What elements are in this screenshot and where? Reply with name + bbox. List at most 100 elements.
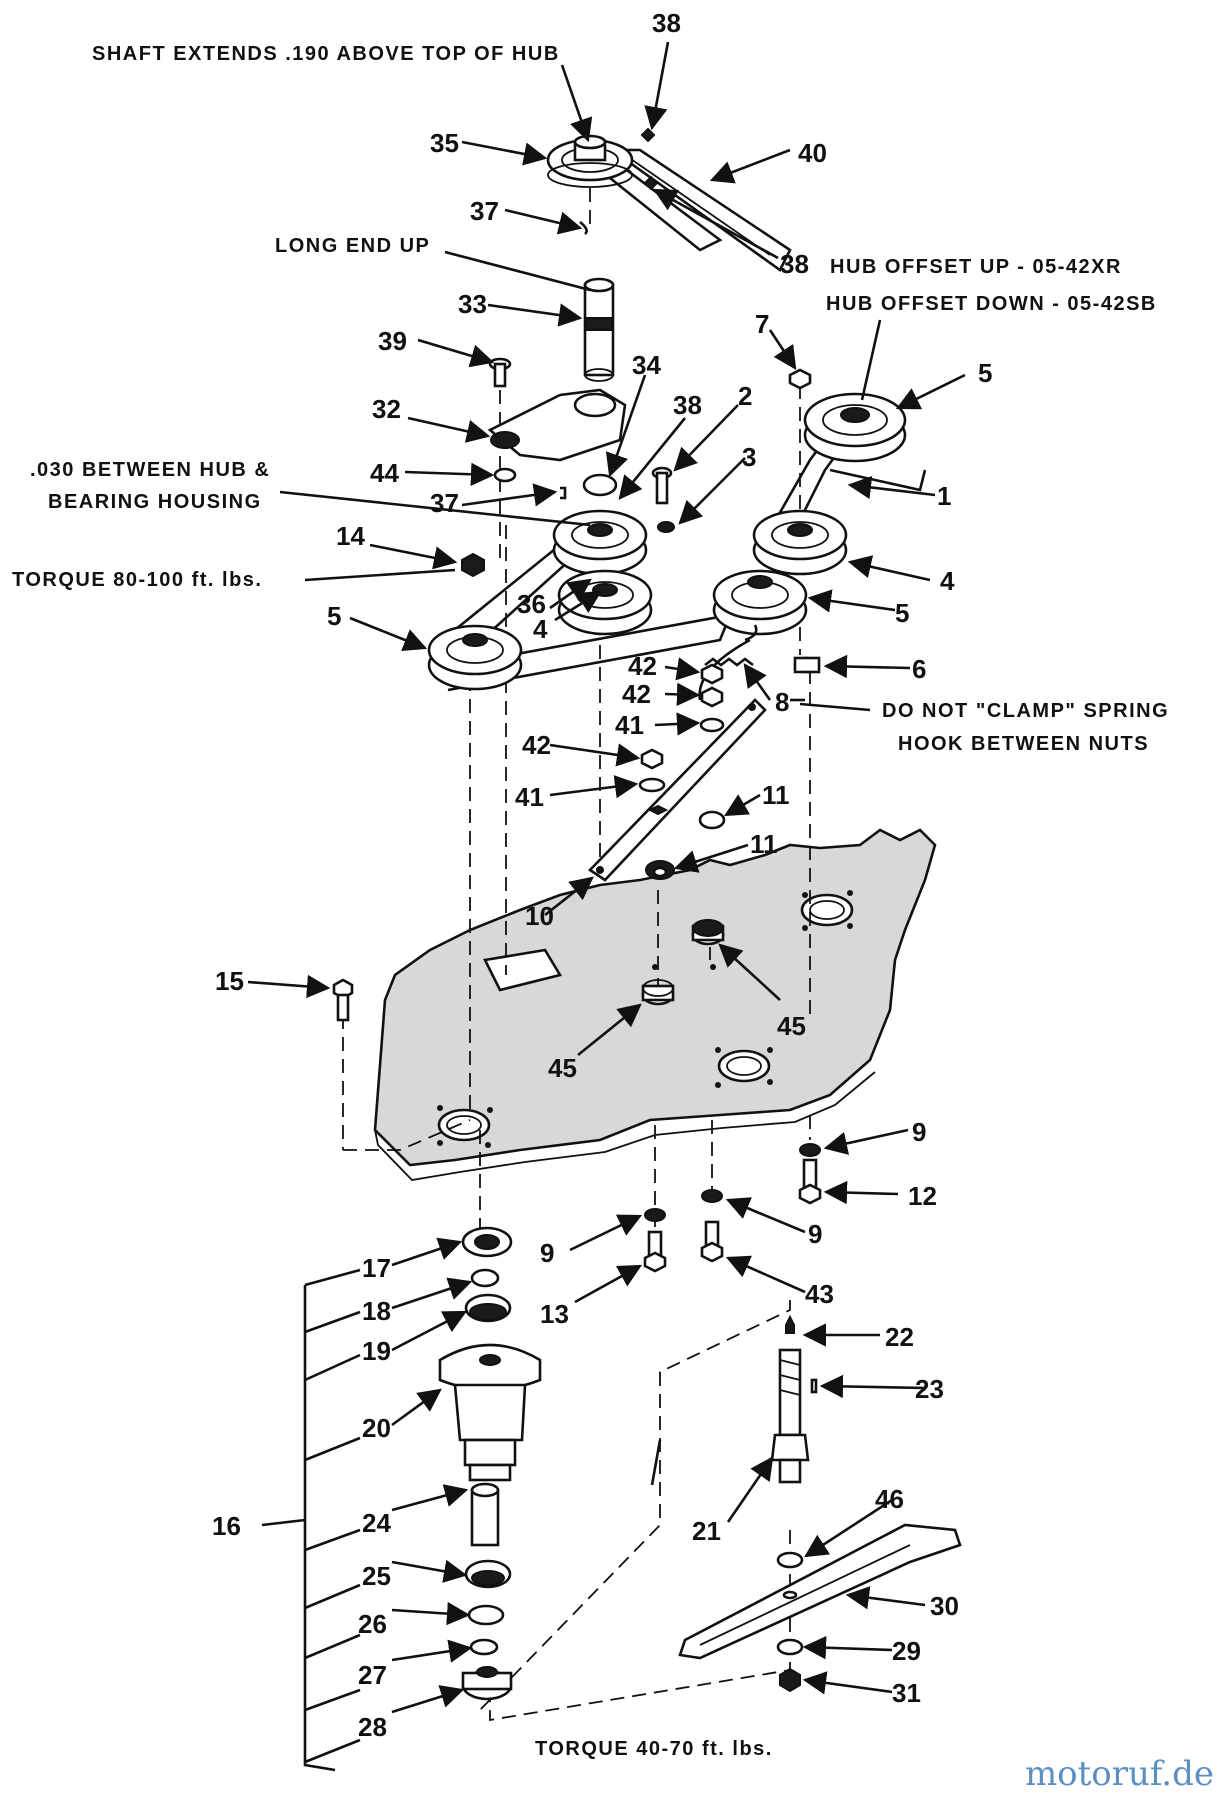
bracket-32 [487, 388, 627, 462]
callout-45: 45 [777, 1011, 806, 1041]
callout-39: 39 [378, 326, 407, 356]
callout-9: 9 [912, 1117, 926, 1147]
callout-arrows [247, 41, 966, 1714]
pulley-4-right [752, 509, 848, 576]
callout-15: 15 [215, 966, 244, 996]
callout-numbers: 38 35 40 37 38 33 39 34 38 2 7 5 32 44 3… [212, 8, 992, 1742]
spacers-45 [641, 919, 725, 1006]
callout-41: 41 [615, 710, 644, 740]
spacer-6 [793, 656, 821, 674]
idler-bracket-10 [587, 698, 767, 882]
callout-32: 32 [372, 394, 401, 424]
nut-7 [788, 368, 812, 390]
note-leaders [279, 64, 882, 712]
pulley-5-center [712, 569, 808, 636]
spindle-shaft [583, 277, 615, 382]
callout-4: 4 [533, 614, 548, 644]
callout-12: 12 [908, 1181, 937, 1211]
key-37 [560, 486, 567, 500]
callout-29: 29 [892, 1636, 921, 1666]
hardware-lower [643, 1143, 822, 1273]
pulley-5-left [427, 624, 523, 691]
spindle-housing-stack [438, 1226, 542, 1701]
callout-28: 28 [358, 1712, 387, 1742]
callout-13: 13 [540, 1299, 569, 1329]
bolt-39 [488, 357, 512, 388]
callout-11: 11 [750, 829, 778, 859]
callout-7: 7 [755, 309, 769, 339]
callout-5: 5 [895, 598, 909, 628]
note-long-end-up: LONG END UP [275, 235, 430, 257]
callout-26: 26 [358, 1609, 387, 1639]
callout-30: 30 [930, 1591, 959, 1621]
pulley-4-center [557, 569, 653, 636]
callout-38: 38 [652, 8, 681, 38]
callout-36: 36 [517, 589, 546, 619]
callout-1: 1 [937, 481, 951, 511]
callout-4: 4 [940, 566, 955, 596]
note-clamp-2: HOOK BETWEEN NUTS [898, 733, 1149, 755]
note-hub-offset-up: HUB OFFSET UP - 05-42XR [830, 256, 1122, 278]
callout-14: 14 [336, 521, 365, 551]
bolt-2 [651, 466, 673, 505]
notes: SHAFT EXTENDS .190 ABOVE TOP OF HUB LONG… [12, 43, 1169, 1760]
snap-ring-34 [582, 473, 618, 497]
washer-44 [493, 467, 517, 483]
note-between-hub-2: BEARING HOUSING [48, 491, 262, 513]
callout-46: 46 [875, 1484, 904, 1514]
callout-42: 42 [522, 730, 551, 760]
note-between-hub-1: .030 BETWEEN HUB & [30, 459, 270, 481]
callout-16: 16 [212, 1511, 241, 1541]
blade-30 [678, 1523, 962, 1660]
bolt-15 [332, 978, 354, 1022]
callout-24: 24 [362, 1508, 391, 1538]
note-torque-lower: TORQUE 40-70 ft. lbs. [535, 1738, 773, 1760]
washer-29 [776, 1638, 804, 1656]
note-shaft-extends: SHAFT EXTENDS .190 ABOVE TOP OF HUB [92, 43, 560, 65]
callout-42: 42 [622, 679, 651, 709]
callout-20: 20 [362, 1413, 391, 1443]
note-torque-upper: TORQUE 80-100 ft. lbs. [12, 569, 262, 591]
callout-3: 3 [742, 442, 756, 472]
callout-42: 42 [628, 651, 657, 681]
callout-9: 9 [540, 1238, 554, 1268]
callout-25: 25 [362, 1561, 391, 1591]
callout-41: 41 [515, 782, 544, 812]
callout-19: 19 [362, 1336, 391, 1366]
spacers-11 [645, 810, 726, 880]
callout-11: 11 [762, 780, 790, 810]
callout-23: 23 [915, 1374, 944, 1404]
callout-8: 8 [775, 687, 789, 717]
callout-27: 27 [358, 1660, 387, 1690]
callout-38: 38 [780, 249, 809, 279]
note-clamp-1: DO NOT "CLAMP" SPRING [882, 700, 1169, 722]
callout-6: 6 [912, 654, 926, 684]
callout-22: 22 [885, 1322, 914, 1352]
pulley-5-right [803, 392, 907, 463]
callout-38: 38 [673, 390, 702, 420]
callout-5: 5 [327, 601, 341, 631]
callout-37: 37 [430, 488, 459, 518]
callout-45: 45 [548, 1053, 577, 1083]
watermark-text: motoruf.de [1024, 1754, 1214, 1794]
callout-17: 17 [362, 1253, 391, 1283]
callout-43: 43 [805, 1279, 834, 1309]
pulley-36 [552, 509, 648, 576]
callout-33: 33 [458, 289, 487, 319]
callout-5: 5 [978, 358, 992, 388]
washer-46 [776, 1551, 804, 1569]
callout-40: 40 [798, 138, 827, 168]
callout-2: 2 [738, 381, 752, 411]
callout-31: 31 [892, 1678, 921, 1708]
blade-spindle [770, 1314, 818, 1484]
bracket-16 [303, 1268, 361, 1772]
watermark: motoruf.de [1025, 1754, 1214, 1794]
callout-9: 9 [808, 1219, 822, 1249]
callout-37: 37 [470, 196, 499, 226]
washer-3 [657, 521, 675, 533]
nut-31 [779, 1667, 801, 1693]
callout-35: 35 [430, 128, 459, 158]
callout-10: 10 [525, 901, 554, 931]
note-hub-offset-down: HUB OFFSET DOWN - 05-42SB [826, 293, 1157, 315]
callout-34: 34 [632, 350, 661, 380]
